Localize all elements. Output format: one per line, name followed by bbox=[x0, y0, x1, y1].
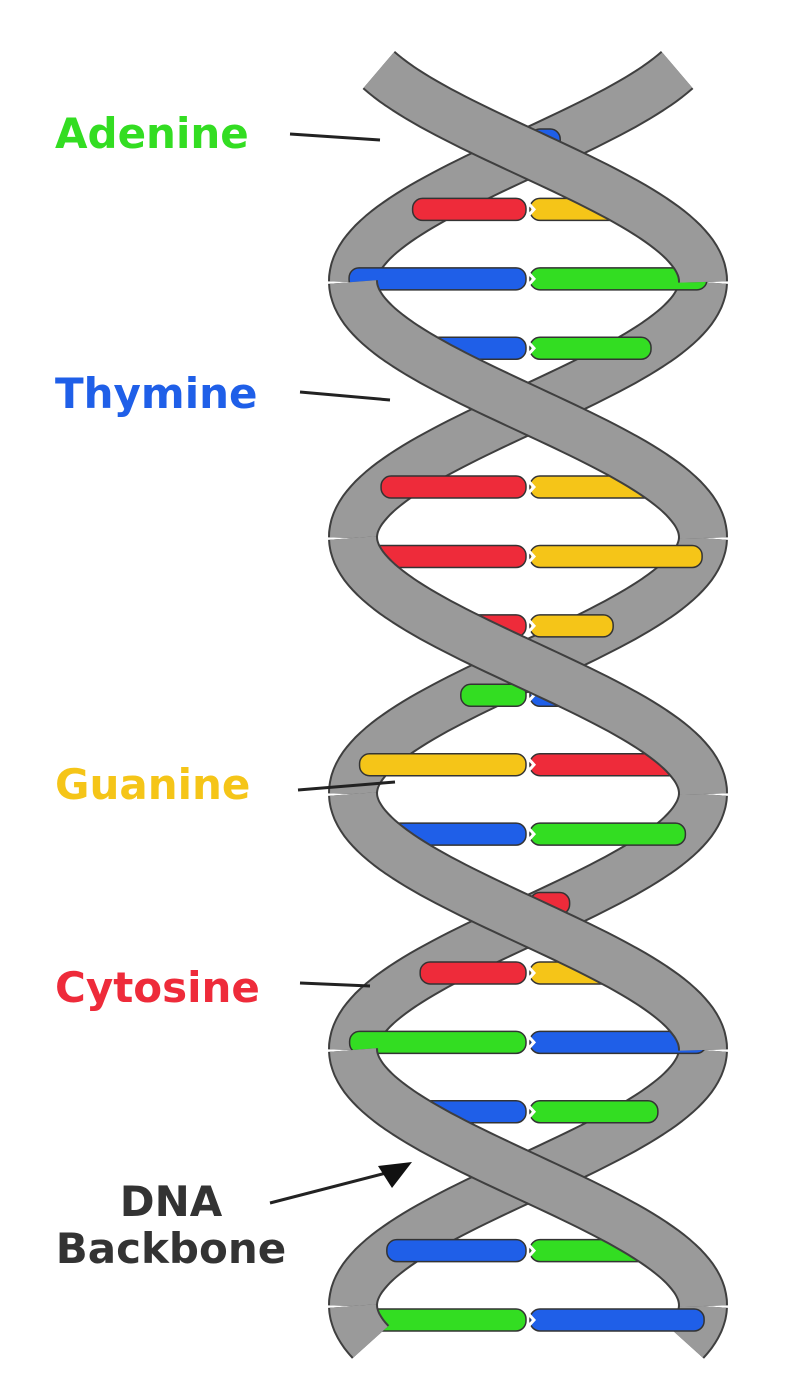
base-pair bbox=[358, 752, 698, 777]
backbone-strand-b-segment bbox=[330, 1031, 726, 1325]
base-pair bbox=[351, 1307, 705, 1333]
hydrogen-bond-notch bbox=[522, 1238, 537, 1263]
pointer-thymine-line bbox=[299, 390, 391, 402]
label-thymine: Thymine bbox=[55, 369, 258, 418]
label-guanine: Guanine bbox=[55, 760, 251, 809]
hydrogen-bond-notch bbox=[522, 1307, 537, 1333]
hydrogen-bond-notch bbox=[522, 475, 537, 500]
hydrogen-bond-notch bbox=[522, 544, 537, 569]
base-cytosine bbox=[411, 197, 527, 222]
label-cytosine: Cytosine bbox=[55, 963, 260, 1012]
base-thymine bbox=[386, 1238, 527, 1263]
front-backbone-strand bbox=[328, 49, 728, 1363]
label-dna-backbone: DNA Backbone bbox=[36, 1178, 306, 1272]
base-adenine bbox=[529, 336, 652, 360]
label-adenine: Adenine bbox=[55, 109, 249, 158]
base-cytosine bbox=[419, 961, 527, 985]
hydrogen-bond-notch bbox=[522, 960, 537, 985]
pointer-backbone-line bbox=[269, 1170, 391, 1205]
backbone-strand-a-segment bbox=[330, 263, 726, 557]
base-guanine bbox=[529, 544, 703, 569]
base-adenine bbox=[348, 1030, 527, 1055]
base-thymine bbox=[348, 267, 527, 291]
base-pair bbox=[348, 1030, 708, 1055]
hydrogen-bond-notch bbox=[522, 1099, 537, 1124]
base-thymine bbox=[529, 1308, 705, 1332]
label-pointers-group bbox=[269, 132, 412, 1205]
backbone-strand-a-segment bbox=[330, 775, 726, 1069]
base-guanine bbox=[529, 614, 614, 638]
base-adenine bbox=[529, 822, 687, 846]
backbone-strand-b-segment bbox=[360, 51, 726, 301]
hydrogen-bond-notch bbox=[522, 1030, 537, 1055]
base-adenine bbox=[529, 1100, 659, 1124]
pointer-adenine-line bbox=[289, 132, 381, 142]
base-adenine bbox=[460, 683, 527, 708]
backbone-strand-b-segment bbox=[330, 519, 726, 813]
label-dna-backbone-line1: DNA bbox=[119, 1177, 223, 1226]
hydrogen-bond-notch bbox=[522, 613, 537, 638]
label-dna-backbone-line2: Backbone bbox=[55, 1224, 287, 1274]
pointer-cytosine-line bbox=[299, 981, 371, 988]
arrowhead-icon bbox=[378, 1162, 412, 1188]
base-guanine bbox=[358, 752, 527, 777]
hydrogen-bond-notch bbox=[522, 336, 537, 361]
hydrogen-bond-notch bbox=[522, 266, 537, 291]
hydrogen-bond-notch bbox=[522, 752, 537, 777]
backbone-strand-a-segment bbox=[330, 1287, 390, 1361]
hydrogen-bond-notch bbox=[522, 197, 537, 222]
hydrogen-bond-notch bbox=[522, 822, 537, 847]
backbone-strand-a-segment bbox=[330, 51, 696, 301]
base-pair bbox=[353, 544, 703, 569]
base-pair bbox=[348, 266, 708, 291]
pointer-guanine-line bbox=[297, 780, 396, 792]
base-cytosine bbox=[380, 475, 527, 499]
